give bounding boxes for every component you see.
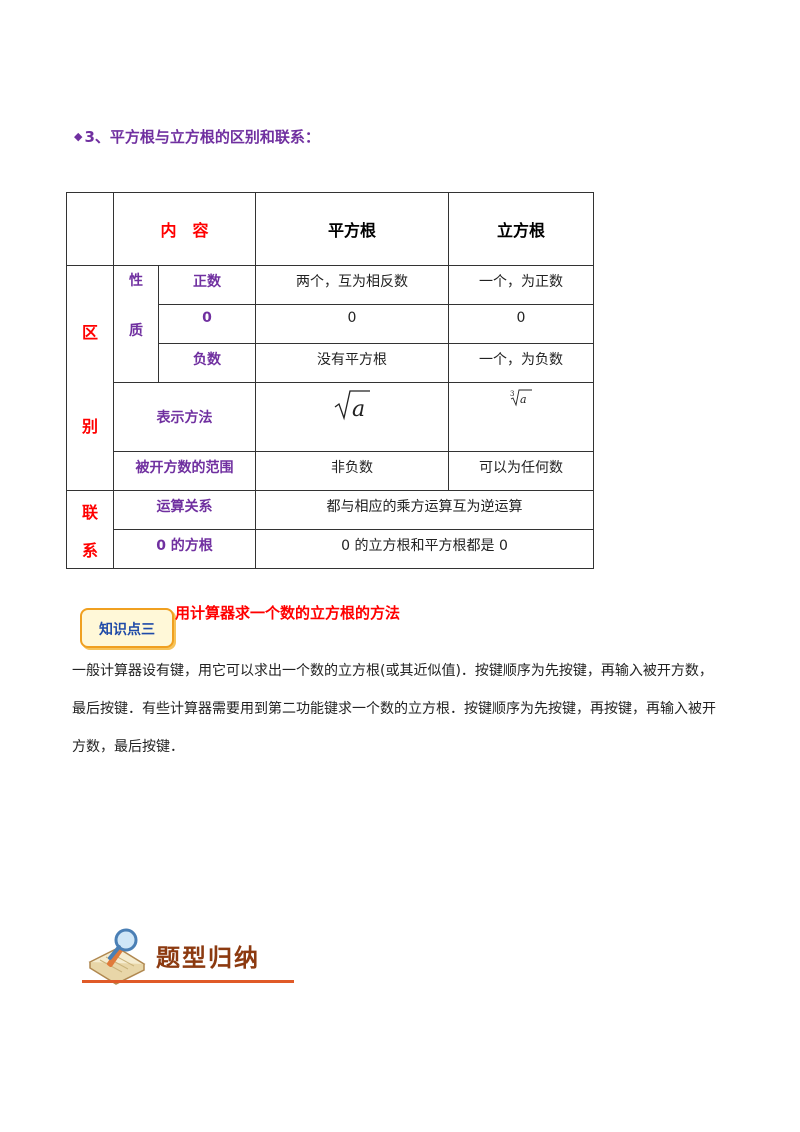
table-row: 表示方法 a 3 a [67, 382, 595, 452]
notebook-magnifier-icon [88, 928, 146, 985]
cell-range-square: 非负数 [255, 451, 450, 491]
paragraph-line-2: 最后按键．有些计算器需要用到第二功能键求一个数的立方根．按键顺序为先按键，再按键… [72, 701, 716, 717]
question-types-banner: 题型归纳 [82, 926, 297, 988]
cube-root-symbol: 3 a [510, 389, 533, 407]
header-empty-cell [66, 192, 114, 266]
row-label-notation: 表示方法 [112, 382, 257, 452]
row-label-positive: 正数 [157, 265, 257, 305]
header-square-root: 平方根 [255, 192, 450, 266]
paragraph-line-1: 一般计算器设有键，用它可以求出一个数的立方根(或其近似值)．按键顺序为先按键，再… [72, 663, 713, 679]
cell-operation-value: 都与相应的乘方运算互为逆运算 [255, 490, 595, 530]
paragraph-line-3: 方数，最后按键． [72, 739, 184, 755]
cell-zero-root-value: 0 的立方根和平方根都是 0 [255, 529, 595, 569]
cell-notation-square: a [255, 382, 450, 452]
diamond-bullet-icon: ◆ [74, 130, 83, 143]
svg-text:a: a [352, 397, 365, 422]
knowledge-point-badge: 知识点三 [80, 608, 174, 648]
section-difference-label: 区 别 [66, 265, 114, 491]
header-content: 内 容 [112, 192, 257, 266]
section-link-label: 联 系 [66, 490, 114, 569]
banner-underline [82, 980, 294, 983]
cell-positive-square: 两个，互为相反数 [255, 265, 450, 305]
cell-positive-cube: 一个，为正数 [448, 265, 595, 305]
table-row: 联 系 运算关系 都与相应的乘方运算互为逆运算 [66, 490, 595, 569]
row-label-range: 被开方数的范围 [112, 451, 257, 491]
banner-title: 题型归纳 [156, 943, 260, 972]
table-row: 被开方数的范围 非负数 可以为任何数 [67, 451, 595, 491]
table-row: 负数 没有平方根 一个，为负数 [67, 343, 595, 383]
knowledge-point-badge-label: 知识点三 [99, 622, 155, 638]
row-label-zero: 0 [157, 304, 257, 344]
svg-text:a: a [520, 393, 527, 406]
section-heading: ◆3、平方根与立方根的区别和联系： [74, 126, 320, 147]
cell-range-cube: 可以为任何数 [448, 451, 595, 491]
knowledge-point-title: 用计算器求一个数的立方根的方法 [175, 604, 401, 622]
table-row: 0 的方根 0 的立方根和平方根都是 0 [67, 529, 595, 569]
table-header-row: 内 容 平方根 立方根 [66, 192, 595, 266]
section-heading-text: 3、平方根与立方根的区别和联系： [84, 128, 320, 146]
cell-negative-square: 没有平方根 [255, 343, 450, 383]
row-label-zero-root: 0 的方根 [112, 529, 257, 569]
header-cube-root: 立方根 [448, 192, 595, 266]
comparison-table: 内 容 平方根 立方根 区 别 性 质 正数 两个，互为相反数 一个，为正数 0… [66, 192, 595, 569]
table-row: 区 别 性 质 正数 两个，互为相反数 一个，为正数 [66, 265, 595, 491]
row-label-operation: 运算关系 [112, 490, 257, 530]
cell-notation-cube: 3 a [448, 382, 595, 452]
cell-zero-cube: 0 [448, 304, 595, 344]
nature-label: 性 质 [113, 265, 159, 383]
row-label-negative: 负数 [157, 343, 257, 383]
square-root-symbol: a [334, 390, 371, 422]
svg-text:3: 3 [510, 390, 514, 398]
cell-zero-square: 0 [255, 304, 450, 344]
cell-negative-cube: 一个，为负数 [448, 343, 595, 383]
